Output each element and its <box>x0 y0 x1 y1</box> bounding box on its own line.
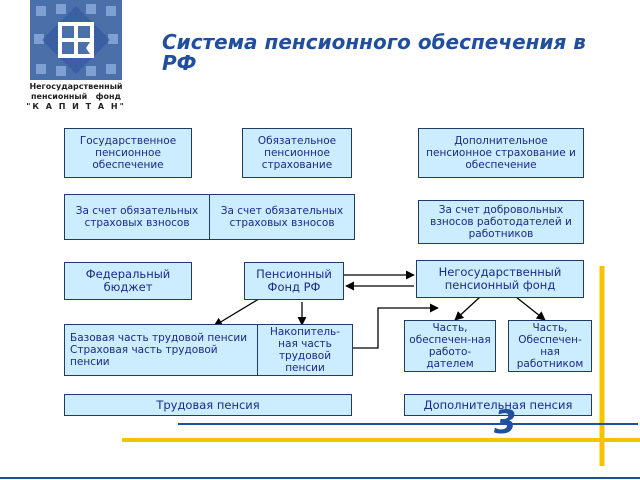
box-mandatory-contributions-2: За счет обязательных страховых взносов <box>209 194 355 240</box>
box-labor-pension: Трудовая пенсия <box>64 394 352 416</box>
box-base-insurance-part: Базовая часть трудовой пенсии Страховая … <box>64 324 258 376</box>
box-additional-insurance: Дополнительное пенсионное страхование и … <box>418 128 584 178</box>
logo-caption: Негосударственный пенсионный фонд "К А П… <box>20 82 132 112</box>
slide-number: 3 <box>494 403 517 441</box>
box-mandatory-contributions-1: За счет обязательных страховых взносов <box>64 194 210 240</box>
box-funded-part: Накопитель-ная часть трудовой пенсии <box>257 324 353 376</box>
arrow-npf-to-employee-part <box>515 296 546 321</box>
logo-name-line1: Негосударственный <box>29 82 123 91</box>
arrow-funded-to-npf <box>343 303 439 349</box>
page-title: Система пенсионного обеспечения в РФ <box>162 30 586 75</box>
logo-name-line3: "К А П И Т А Н" <box>26 102 126 111</box>
box-voluntary-contributions: За счет добровольных взносов работодател… <box>418 200 584 244</box>
box-federal-budget: Федеральный бюджет <box>64 262 192 300</box>
arrow-npf-to-employer-part <box>454 296 481 321</box>
box-npf: Негосударственный пенсионный фонд <box>416 260 584 298</box>
box-additional-pension: Дополнительная пенсия <box>404 394 592 416</box>
arrow-pension-fund-to-base <box>213 296 263 327</box>
box-employer-part: Часть, обеспечен-ная работо-дателем <box>404 320 496 372</box>
box-employee-part: Часть, Обеспечен-ная работником <box>508 320 592 372</box>
logo-name-line2: пенсионный фонд <box>31 92 121 101</box>
box-mandatory-insurance: Обязательное пенсионное страхование <box>242 128 352 178</box>
logo-emblem <box>30 0 122 80</box>
box-state-provision: Государственное пенсионное обеспечение <box>64 128 192 178</box>
box-pension-fund: Пенсионный Фонд РФ <box>244 262 344 300</box>
